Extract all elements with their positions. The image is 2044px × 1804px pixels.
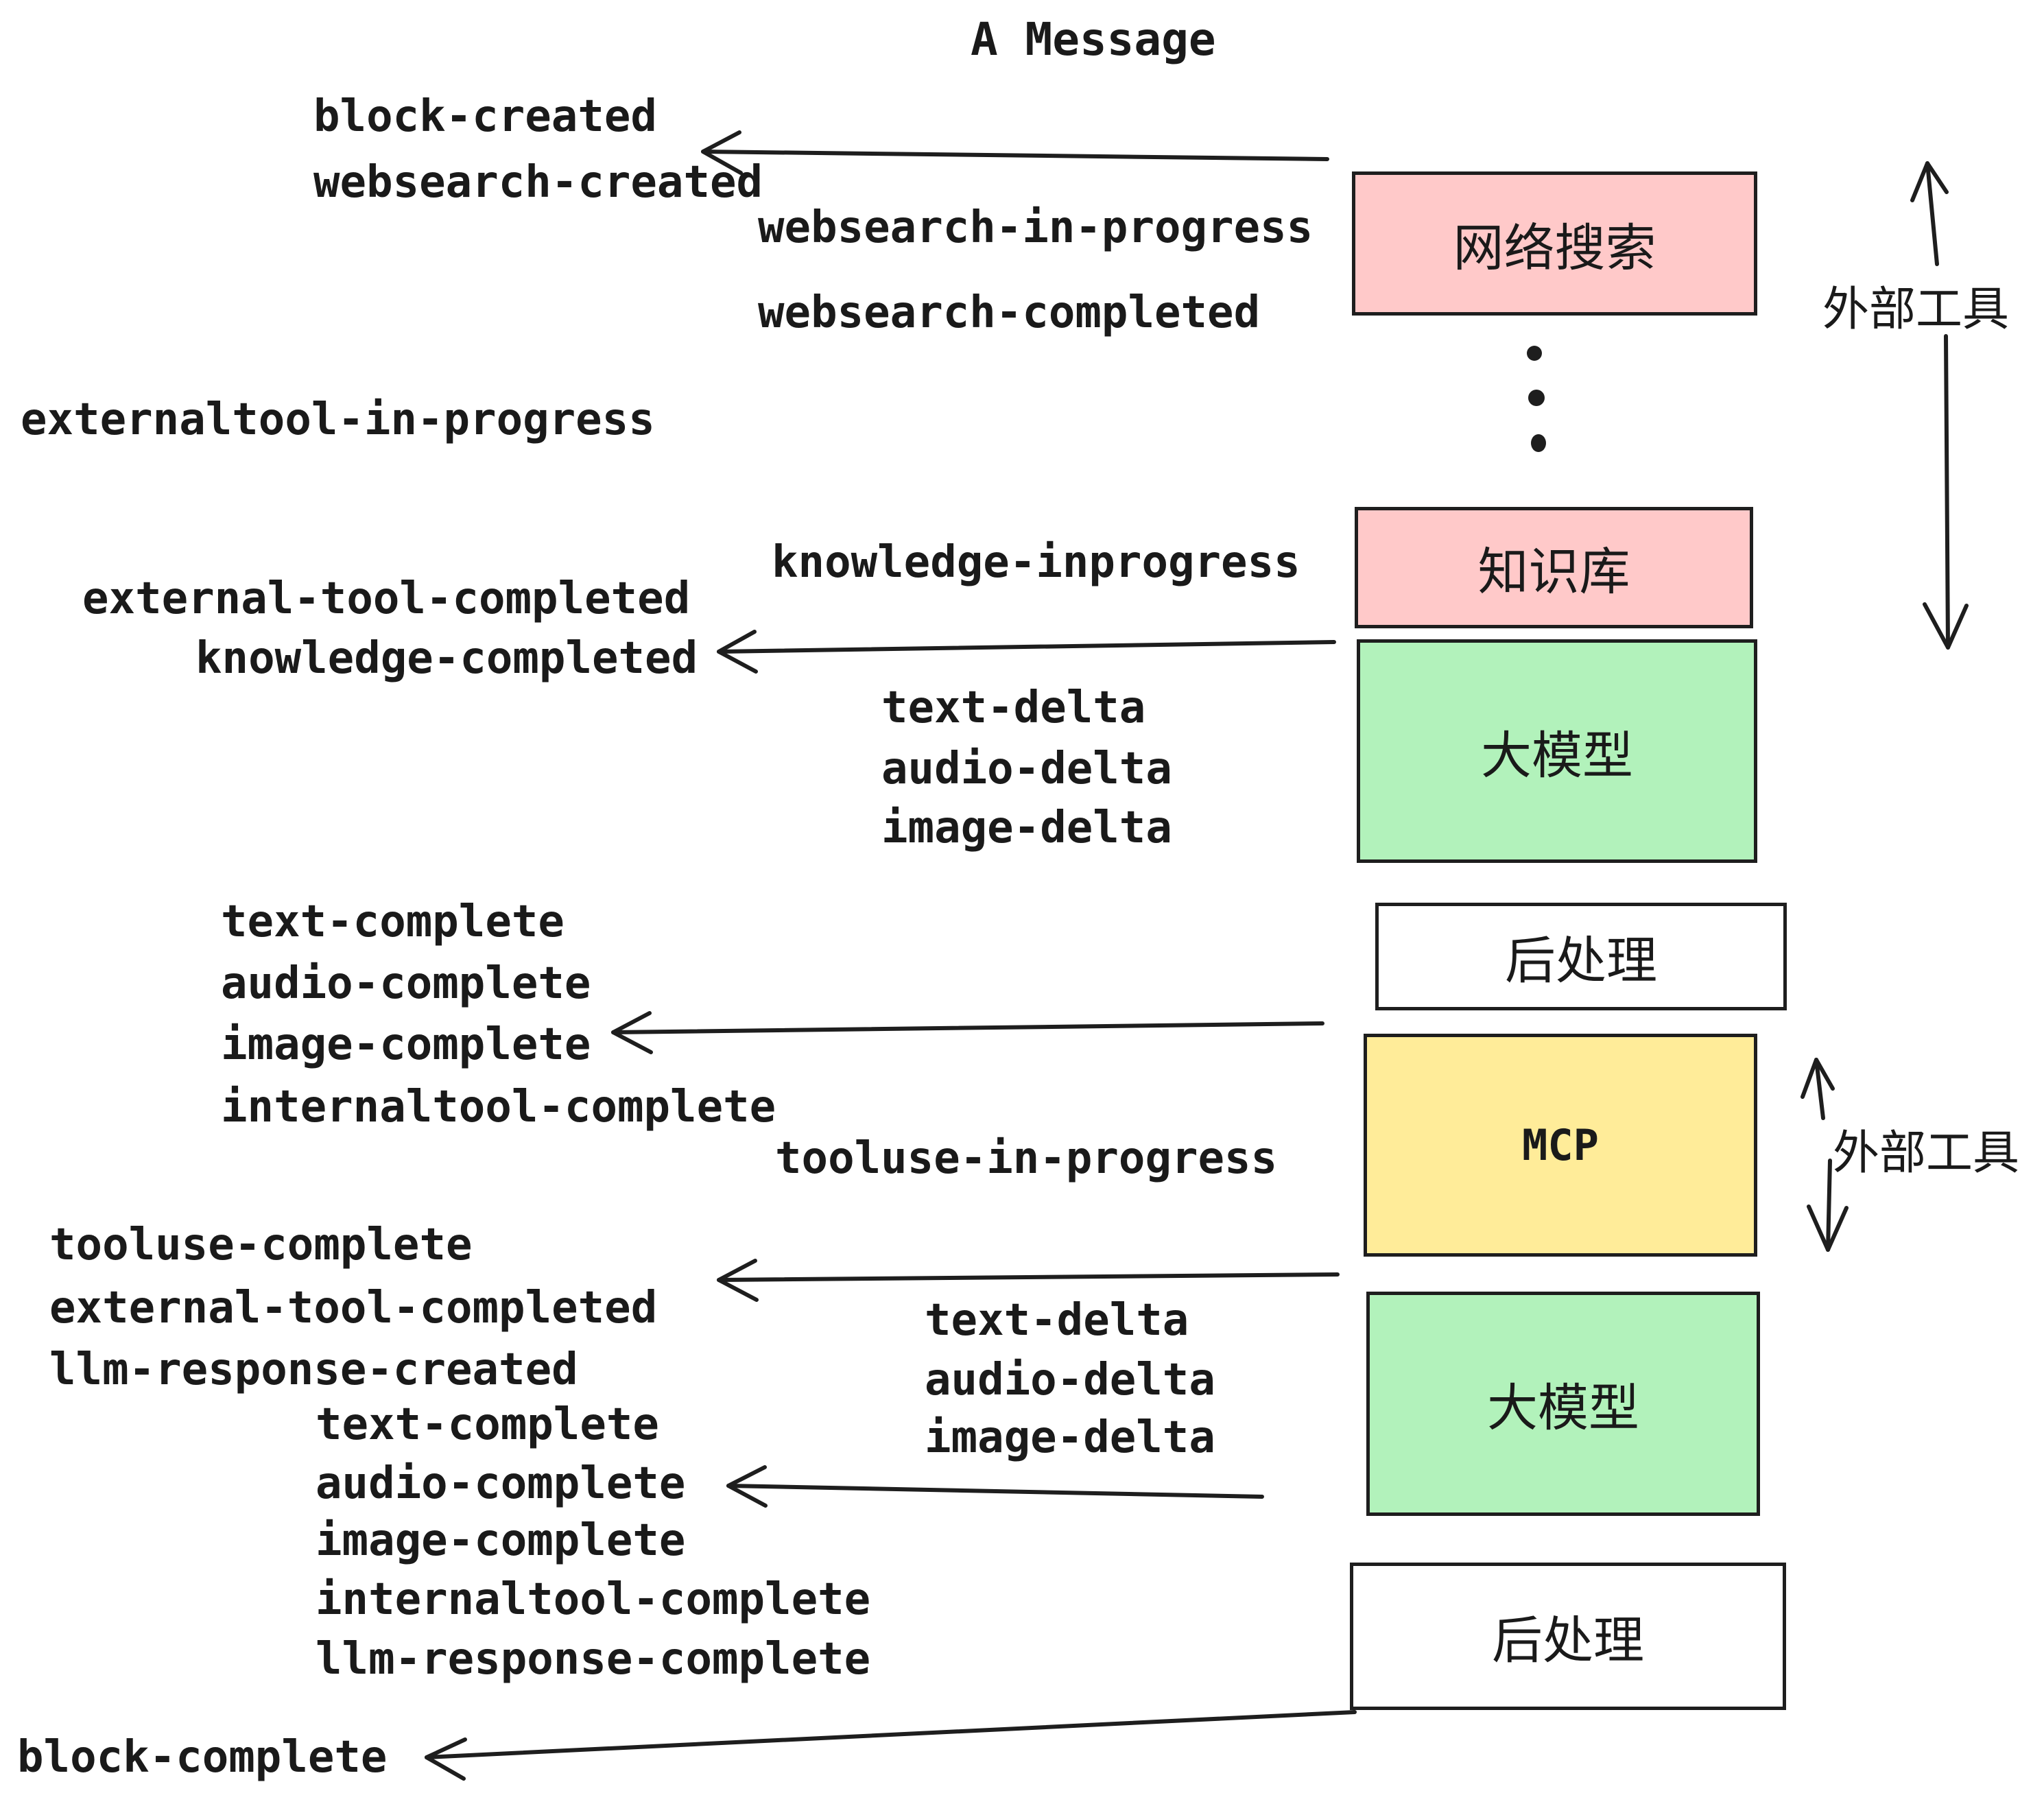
box-llm-2: 大模型	[1366, 1292, 1760, 1516]
arrow-websearch-created	[701, 130, 1329, 175]
box-llm-1: 大模型	[1357, 639, 1757, 863]
event-label-image-delta-2: image-delta	[925, 1412, 1215, 1463]
event-label-knowledge-completed: knowledge-completed	[195, 633, 698, 684]
event-label-llm-response-complete: llm-response-complete	[316, 1634, 871, 1685]
event-label-websearch-created: websearch-created	[313, 157, 763, 208]
event-label-audio-delta-2: audio-delta	[925, 1355, 1215, 1405]
event-label-externaltool-in-progress: externaltool-in-progress	[21, 394, 655, 445]
event-label-llm-response-created: llm-response-created	[49, 1344, 578, 1395]
arrow-external-tools-down-1	[1923, 334, 1969, 650]
event-label-tooluse-in-progress: tooluse-in-progress	[775, 1133, 1278, 1184]
event-label-internaltool-complete-1: internaltool-complete	[221, 1082, 776, 1132]
box-postprocess-1: 后处理	[1375, 903, 1787, 1010]
event-label-image-delta-1: image-delta	[881, 803, 1172, 853]
vertical-ellipsis-icon	[1527, 346, 1546, 452]
box-postprocess-1-label: 后处理	[1505, 932, 1657, 989]
side-label-external-tools-top: 外部工具	[1822, 283, 2010, 335]
event-label-audio-complete-2: audio-complete	[316, 1458, 686, 1509]
event-label-text-delta-2: text-delta	[925, 1295, 1189, 1346]
event-label-block-complete: block-complete	[17, 1732, 388, 1783]
arrow-block-complete	[425, 1710, 1357, 1781]
arrow-image-complete	[611, 1011, 1324, 1054]
side-label-external-tools-bottom: 外部工具	[1833, 1127, 2020, 1179]
event-label-text-complete-2: text-complete	[316, 1399, 659, 1450]
event-label-knowledge-inprogress: knowledge-inprogress	[772, 537, 1300, 588]
event-label-text-delta-1: text-delta	[881, 683, 1146, 733]
event-label-block-created: block-created	[313, 91, 657, 142]
event-label-websearch-completed: websearch-completed	[758, 287, 1261, 338]
event-label-tooluse-complete: tooluse-complete	[49, 1220, 473, 1270]
box-websearch: 网络搜索	[1352, 171, 1757, 316]
box-llm-1-label: 大模型	[1481, 726, 1633, 784]
event-label-internaltool-complete-2: internaltool-complete	[316, 1574, 871, 1625]
box-mcp-label: MCP	[1522, 1120, 1599, 1170]
event-label-external-tool-completed-1: external-tool-completed	[82, 573, 691, 624]
event-label-websearch-in-progress: websearch-in-progress	[758, 202, 1314, 253]
event-label-audio-delta-1: audio-delta	[881, 744, 1172, 794]
box-llm-2-label: 大模型	[1487, 1379, 1639, 1436]
event-label-image-complete-1: image-complete	[221, 1019, 591, 1070]
event-label-external-tool-completed-2: external-tool-completed	[49, 1283, 658, 1333]
event-label-text-complete-1: text-complete	[221, 897, 565, 947]
box-knowledge-label: 知识库	[1477, 543, 1630, 600]
arrow-external-tools-up-1	[1910, 161, 1949, 266]
page-title: A Message	[971, 13, 1216, 66]
box-mcp: MCP	[1364, 1034, 1757, 1257]
event-label-image-complete-2: image-complete	[316, 1515, 686, 1566]
event-label-audio-complete-1: audio-complete	[221, 958, 591, 1009]
box-postprocess-2-label: 后处理	[1492, 1612, 1644, 1669]
box-postprocess-2: 后处理	[1350, 1563, 1786, 1710]
arrow-audio-complete	[726, 1465, 1264, 1508]
box-websearch-label: 网络搜索	[1453, 219, 1656, 276]
arrow-knowledge-completed	[717, 630, 1336, 674]
box-knowledge: 知识库	[1355, 507, 1753, 628]
arrow-external-tools-up-2	[1801, 1058, 1835, 1120]
